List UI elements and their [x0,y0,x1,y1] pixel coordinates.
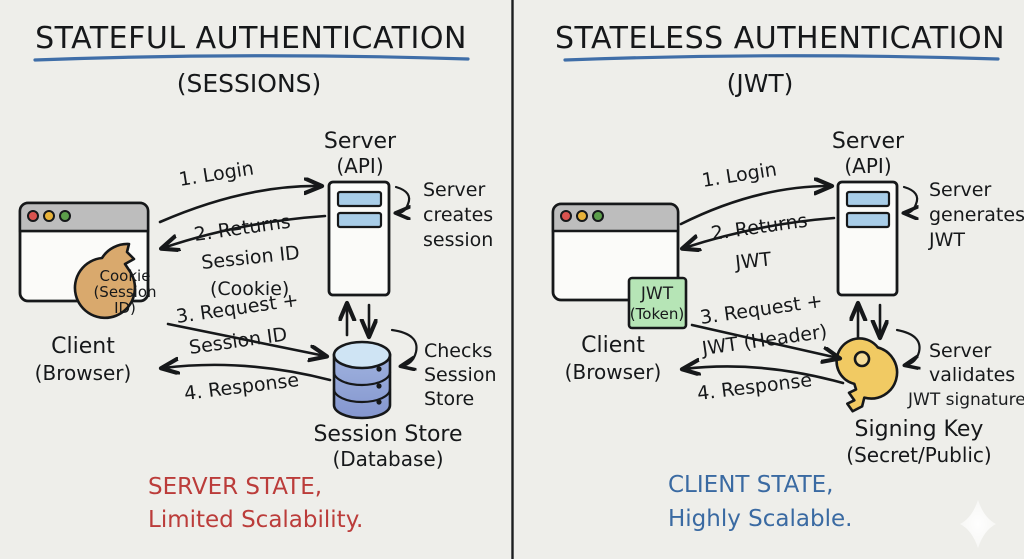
right-key-sublabel: (Secret/Public) [846,443,991,467]
left-store-note-1: Checks [424,340,492,362]
right-server-note-3: JWT [928,229,965,251]
right-key-note-3: JWT signature [907,390,1024,410]
left-title: STATEFUL AUTHENTICATION [35,21,467,56]
browser-close-dot-icon[interactable] [560,210,572,222]
left-store-label: Session Store [313,422,462,447]
left-server-label: Server [324,129,397,154]
browser-minimize-dot-icon[interactable] [43,210,55,222]
db-led-1 [376,366,382,372]
left-subtitle: (SESSIONS) [177,69,322,98]
right-server-bar-2 [845,211,891,229]
right-verdict-line1: CLIENT STATE, [668,472,833,498]
left-title-underline [33,54,470,62]
key-hole [853,350,871,368]
cookie-line2: (Session [93,283,156,301]
left-arrow-2-label-3: (Cookie) [210,278,289,300]
right-client-sublabel: (Browser) [565,360,662,384]
db-ring-2 [332,387,392,404]
jwt-token-line1: JWT [640,284,674,304]
jwt-token-box [627,276,688,330]
left-arrow-1-path [158,186,320,224]
right-arrow-2-path [684,216,836,248]
right-arrow-2-label-2: JWT [733,248,772,274]
right-arrow-4-path [684,366,845,385]
sparkle-icon [960,500,996,548]
left-server-box [327,180,391,297]
db-top [332,340,392,370]
db-led-3 [376,399,382,405]
right-title-underline [563,54,1000,62]
left-server-note-1: Server [423,179,485,201]
left-verdict-line1: SERVER STATE, [148,474,322,500]
key-shape [835,337,899,413]
right-server-label: Server [832,129,905,154]
left-arrow-3-path [166,322,325,356]
cookie-line1: Cookie [100,267,151,285]
browser-minimize-dot-icon[interactable] [576,210,588,222]
right-arrow-1-path [679,186,830,226]
left-server[interactable]: Server (API) [324,129,397,297]
left-server-note-arrow [396,185,409,213]
signing-key-icon[interactable]: Signing Key (Secret/Public) [825,334,992,467]
right-server-note-1: Server [929,179,991,201]
right-server-bar-1 [845,190,891,208]
left-server-note-3: session [423,229,493,251]
cookie-shape [73,242,137,320]
left-session-store[interactable]: Session Store (Database) [313,340,463,471]
cookie-line3: ID) [114,299,136,317]
right-server-sublabel: (API) [844,154,891,178]
db-ring-1 [332,370,392,387]
right-key-label: Signing Key [855,417,984,442]
right-key-note-1: Server [929,340,991,362]
left-panel: STATEFUL AUTHENTICATION (SESSIONS) Cooki… [18,21,497,533]
left-server-bar-1 [336,190,383,208]
right-client-label: Client [581,333,645,358]
right-key-note-arrow [895,328,920,365]
right-server[interactable]: Server (API) [832,129,905,297]
right-verdict-line2: Highly Scalable. [668,506,852,532]
browser-maximize-dot-icon[interactable] [592,210,604,222]
left-client-sublabel: (Browser) [35,361,132,385]
db-led-2 [376,383,382,389]
left-arrow-4-path [163,365,332,382]
left-server-sublabel: (API) [336,154,383,178]
left-verdict-line2: Limited Scalability. [148,507,363,533]
jwt-token-badge[interactable]: JWT (Token) [627,276,688,330]
browser-maximize-dot-icon[interactable] [59,210,71,222]
right-server-box [836,180,899,297]
right-key-note-2: validates [929,364,1015,386]
right-server-note-2: generates [929,204,1024,226]
left-store-sublabel: (Database) [332,447,443,471]
left-store-note-2: Session [424,364,497,386]
right-arrow-3-path [690,323,838,358]
cookie-icon[interactable]: Cookie (Session ID) [73,242,157,320]
left-client-label: Client [51,334,115,359]
browser-close-dot-icon[interactable] [27,210,39,222]
db-body [332,353,392,420]
right-subtitle: (JWT) [727,69,794,98]
left-store-note-3: Store [424,388,474,410]
right-title: STATELESS AUTHENTICATION [555,21,1005,56]
right-client-browser[interactable] [551,202,680,302]
right-server-note-arrow [904,185,917,213]
jwt-token-line2: (Token) [630,305,684,323]
browser-titlebar [18,201,150,233]
left-arrow-2-path [163,214,327,248]
left-store-note-arrow [390,328,418,366]
left-server-bar-2 [336,211,383,229]
left-server-note-2: creates [423,204,493,226]
